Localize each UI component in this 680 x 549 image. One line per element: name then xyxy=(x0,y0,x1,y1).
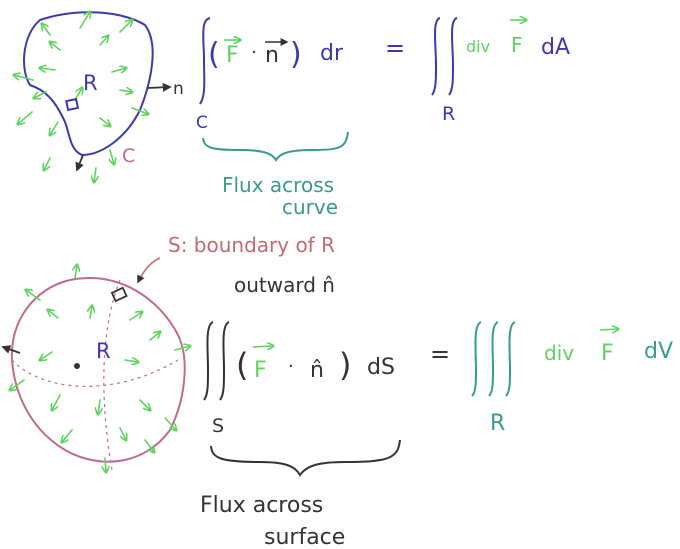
paren-close-bottom: ) xyxy=(339,346,351,384)
normal-arrow-left xyxy=(1,345,21,354)
rhs-f-top: F xyxy=(511,33,523,57)
curve-c-label: C xyxy=(122,145,135,167)
vector-field-arrows-3d xyxy=(10,265,190,472)
caption-flux-curve-2: curve xyxy=(282,195,338,219)
normal-arrow-bottom-curve xyxy=(75,154,84,172)
lhs-nhat-bottom: n̂ xyxy=(310,358,324,383)
lhs-ds: dS xyxy=(367,355,395,380)
bottom-region-diagram: R S: boundary of R outward n̂ xyxy=(1,233,335,472)
rhs-f-vec-arrow-bottom xyxy=(599,329,618,330)
lhs-limit-c: C xyxy=(196,113,208,133)
top-equation: ( F · n ) dr C = R div F dA Flux across … xyxy=(196,18,570,219)
triple-integral-sign-3 xyxy=(505,321,516,397)
lhs-f-bottom: F xyxy=(254,358,267,383)
surface-integral-sign-1 xyxy=(203,321,214,401)
volume-element-dv xyxy=(74,363,80,369)
triple-integral-sign-1 xyxy=(471,321,482,397)
lhs-limit-s: S xyxy=(212,415,224,437)
region-r-label: R xyxy=(83,71,98,95)
rhs-da: dA xyxy=(541,35,570,60)
pointer-to-boundary xyxy=(137,257,161,284)
region-r-label-3d: R xyxy=(96,339,111,363)
normal-n-label: n xyxy=(173,79,184,99)
brace-flux-surface xyxy=(210,439,401,477)
normal-arrow-top xyxy=(147,82,172,92)
surface-integral-sign-2 xyxy=(219,321,230,401)
lhs-n-top: n xyxy=(265,43,279,68)
paren-close-top: ) xyxy=(290,37,302,72)
triple-integral-sign-2 xyxy=(488,321,499,397)
boundary-note: S: boundary of R xyxy=(168,233,335,257)
paren-open-bottom: ( xyxy=(236,346,248,384)
rhs-div-bottom: div xyxy=(544,341,574,365)
bottom-equation: ( F · n̂ ) dS S = R div F dV Flux across… xyxy=(200,321,673,549)
caption-flux-surface-1: Flux across xyxy=(200,493,323,518)
curve-c xyxy=(23,11,154,157)
brace-flux-curve xyxy=(202,131,349,163)
vector-field-arrows-2d xyxy=(14,12,148,182)
rhs-limit-r-bottom: R xyxy=(490,411,505,436)
dot-bottom: · xyxy=(288,356,294,377)
lhs-f-top: F xyxy=(226,43,239,68)
outward-normal-label: outward n̂ xyxy=(234,273,335,297)
top-region-diagram: R C n xyxy=(14,12,184,182)
equals-top: = xyxy=(385,34,405,62)
rhs-limit-r-top: R xyxy=(442,103,455,125)
lhs-dr-top: dr xyxy=(320,41,344,66)
caption-flux-curve-1: Flux across xyxy=(222,173,334,197)
area-element-da xyxy=(65,97,80,112)
rhs-div-top: div xyxy=(466,37,490,56)
double-integral-sign-1 xyxy=(431,17,441,96)
surface-meridian xyxy=(103,279,121,471)
lhs-f-vec-arrow-bottom xyxy=(252,346,273,347)
line-integral-sign xyxy=(199,17,211,105)
area-element-ds xyxy=(110,286,128,303)
paren-open-top: ( xyxy=(208,37,220,72)
double-integral-sign-2 xyxy=(448,17,458,96)
rhs-f-bottom: F xyxy=(601,341,614,366)
caption-flux-surface-2: surface xyxy=(264,525,345,549)
dot-top: · xyxy=(251,42,257,63)
equals-bottom: = xyxy=(430,340,450,368)
rhs-dv: dV xyxy=(644,339,673,364)
surface-equator xyxy=(11,359,179,387)
